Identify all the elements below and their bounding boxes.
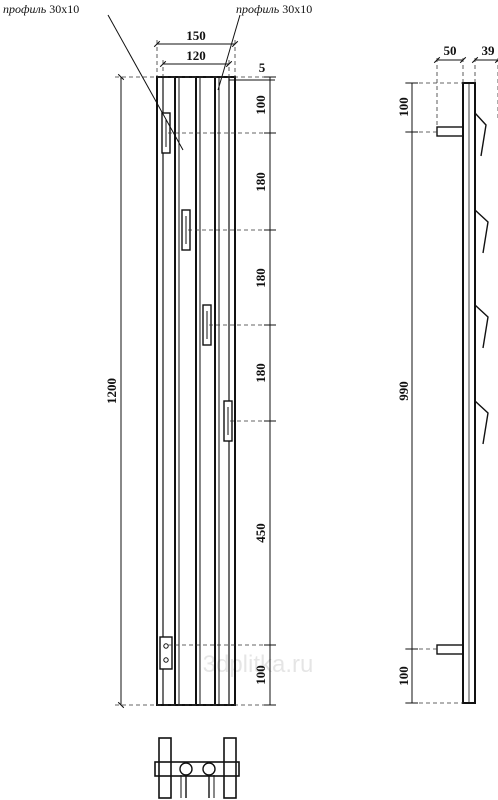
dim-seg-5: 450 (253, 523, 268, 543)
standoff-top (436, 126, 464, 137)
side-dimension-lines (406, 56, 498, 704)
dim-inner-width: 120 (186, 48, 206, 63)
plan-post (158, 737, 172, 799)
side-hook-1 (474, 112, 487, 157)
side-dim-bottom: 100 (396, 666, 411, 686)
side-dim-top: 100 (396, 97, 411, 117)
side-dim-depth-1: 50 (444, 43, 457, 58)
side-view (436, 82, 489, 704)
screw-hole (163, 643, 169, 649)
side-extension-lines (405, 58, 498, 704)
plan-view (154, 737, 240, 799)
svg-text:профиль 30x10: профиль 30x10 (236, 2, 312, 16)
svg-text:профиль 30x10: профиль 30x10 (3, 2, 79, 16)
plan-knob (179, 762, 193, 776)
dim-seg-6: 100 (253, 665, 268, 685)
profile-label-left: профиль 30x10 (3, 2, 79, 16)
side-dim-depth-2: 39 (482, 43, 496, 58)
dim-height-total: 1200 (104, 378, 119, 404)
screw-hole (163, 657, 169, 663)
side-dim-middle: 990 (396, 381, 411, 401)
dim-offset: 5 (259, 60, 266, 75)
front-view (107, 14, 241, 706)
bottom-bracket (159, 636, 173, 670)
profile-label-right: профиль 30x10 (236, 2, 312, 16)
leader-right (217, 14, 241, 91)
plan-rail (154, 761, 240, 777)
standoff-bottom (436, 644, 464, 655)
side-hook-3 (474, 304, 489, 349)
dim-seg-3: 180 (253, 268, 268, 288)
plan-knob (202, 762, 216, 776)
plan-post (223, 737, 237, 799)
side-hook-2 (474, 209, 489, 254)
side-hook-4 (474, 400, 489, 445)
dimension-lines (117, 40, 276, 709)
watermark: 3dplitka.ru (203, 651, 314, 678)
dim-total-width: 150 (186, 28, 206, 43)
dim-seg-1: 100 (253, 95, 268, 115)
dim-seg-2: 180 (253, 172, 268, 192)
leader-left (107, 14, 184, 151)
dim-seg-4: 180 (253, 363, 268, 383)
